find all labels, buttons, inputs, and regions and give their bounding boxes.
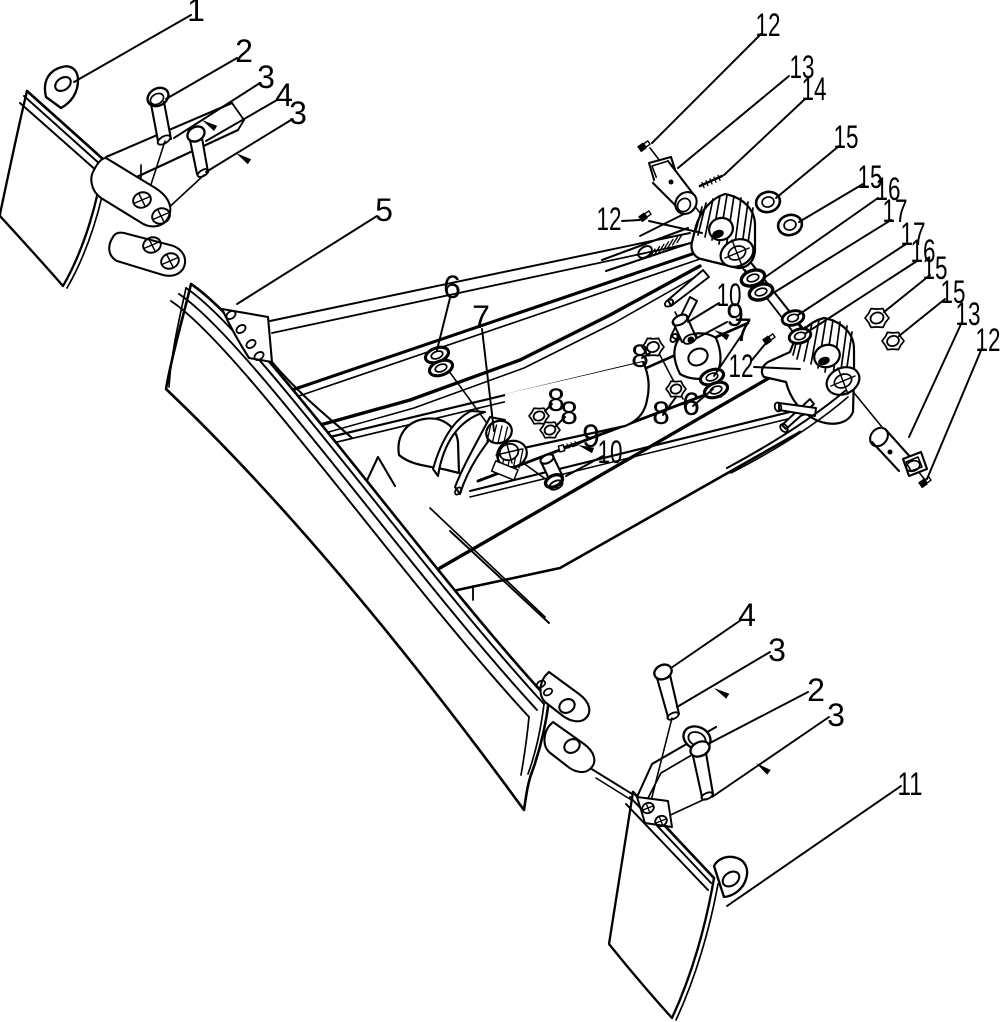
svg-text:11: 11 [898, 766, 923, 802]
svg-text:13: 13 [956, 296, 981, 332]
svg-text:7: 7 [472, 299, 490, 335]
svg-text:13: 13 [790, 49, 815, 85]
svg-text:3: 3 [257, 59, 275, 95]
svg-text:2: 2 [807, 672, 825, 708]
svg-text:9: 9 [726, 297, 744, 333]
svg-text:15: 15 [858, 159, 883, 195]
svg-text:4: 4 [275, 77, 293, 113]
svg-text:12: 12 [976, 322, 1000, 358]
svg-text:3: 3 [289, 95, 307, 131]
svg-text:3: 3 [768, 632, 786, 668]
svg-text:12: 12 [597, 201, 622, 237]
svg-text:15: 15 [834, 119, 859, 155]
svg-text:7: 7 [734, 312, 752, 348]
svg-text:16: 16 [876, 171, 901, 207]
svg-text:4: 4 [738, 597, 756, 633]
svg-text:2: 2 [235, 33, 253, 69]
svg-text:16: 16 [911, 233, 936, 269]
svg-text:6: 6 [682, 386, 700, 422]
svg-text:17: 17 [883, 193, 908, 229]
svg-text:8: 8 [547, 382, 565, 418]
svg-text:1: 1 [187, 0, 205, 28]
svg-text:6: 6 [443, 269, 461, 305]
svg-text:15: 15 [923, 250, 948, 286]
svg-text:8: 8 [652, 395, 670, 431]
svg-text:5: 5 [375, 192, 393, 228]
svg-text:12: 12 [756, 7, 781, 43]
svg-text:17: 17 [901, 216, 926, 252]
svg-text:8: 8 [631, 338, 649, 374]
svg-text:9: 9 [582, 418, 600, 454]
svg-text:8: 8 [560, 395, 578, 431]
svg-text:12: 12 [729, 348, 754, 384]
svg-text:10: 10 [598, 434, 623, 470]
svg-text:3: 3 [827, 697, 845, 733]
svg-text:14: 14 [802, 71, 827, 107]
svg-text:10: 10 [717, 277, 742, 313]
svg-text:15: 15 [941, 274, 966, 310]
